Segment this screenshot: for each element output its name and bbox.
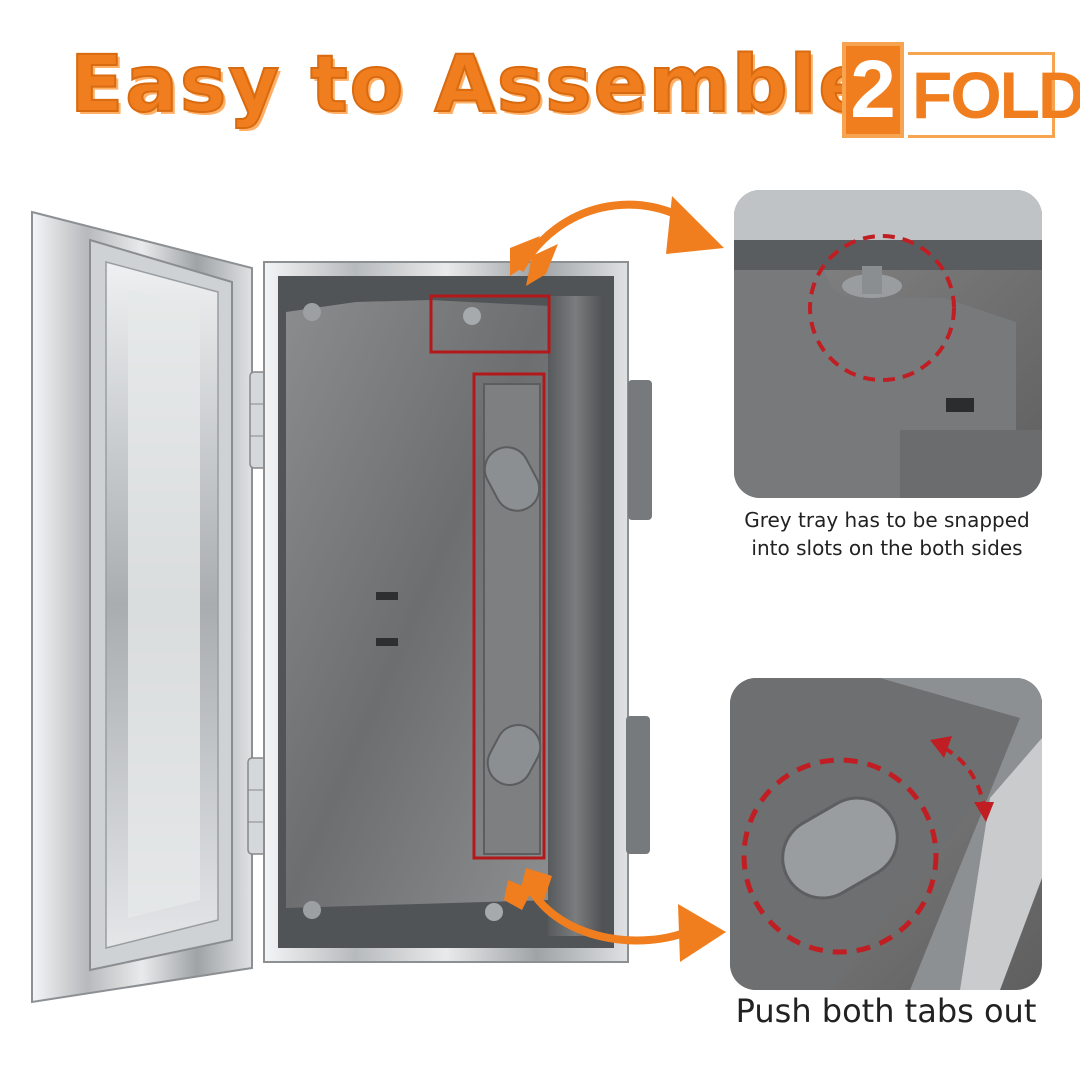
side-bumper-bottom xyxy=(626,716,650,854)
open-door xyxy=(31,210,253,1004)
headline: Easy to Assemble xyxy=(69,39,874,131)
brand-logo: 2 FOLD xyxy=(842,42,1080,138)
highlight-box-top xyxy=(429,294,551,354)
inset-slot-closeup xyxy=(734,190,1042,498)
arrow-to-bottom-inset xyxy=(504,868,726,962)
logo-number: 2 xyxy=(842,42,908,138)
caption-slot-line1: Grey tray has to be snapped xyxy=(744,508,1030,532)
inset-tab-closeup xyxy=(730,678,1042,990)
side-bumper-top xyxy=(628,380,652,520)
arrow-to-top-inset xyxy=(510,196,724,286)
caption-tabs: Push both tabs out xyxy=(735,992,1037,1030)
caption-slot-line2: into slots on the both sides xyxy=(751,536,1023,560)
cabinet-body xyxy=(263,261,629,963)
highlight-box-tabs xyxy=(472,372,546,860)
logo-word: FOLD xyxy=(908,52,1080,138)
caption-slot: Grey tray has to be snapped into slots o… xyxy=(722,506,1052,562)
